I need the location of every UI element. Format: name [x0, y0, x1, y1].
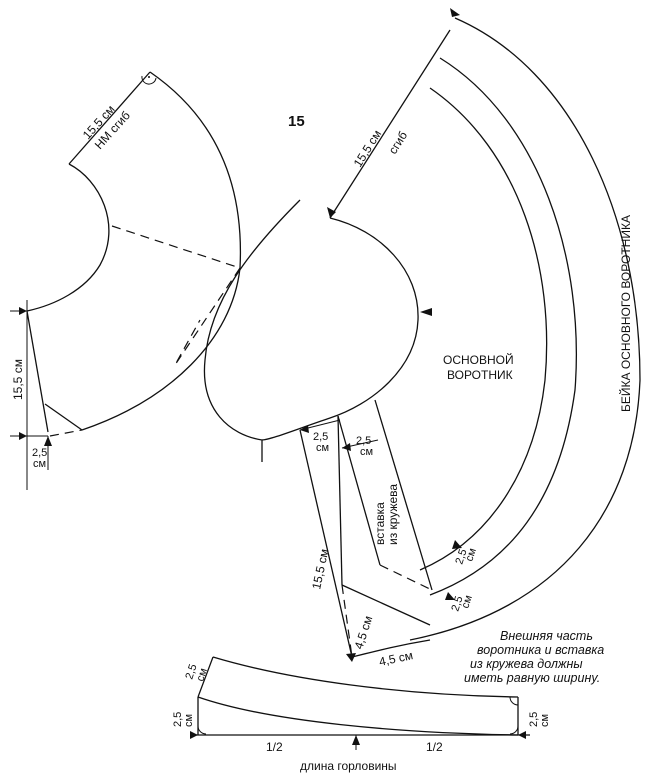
- bodice-hem-corner: [44, 403, 83, 431]
- insert-length-label: 15,5 см: [309, 548, 331, 591]
- collar-dashed-join: [379, 564, 433, 591]
- collar-outer-arc-2: [429, 57, 577, 596]
- strip-left-arrow: [190, 731, 198, 739]
- arc-25b-unit: см: [459, 594, 474, 610]
- lace-insert-label-line1: вставка: [373, 502, 387, 545]
- strip-top-unit: см: [194, 667, 209, 683]
- collar-fold-line: [329, 29, 451, 219]
- note-line2: воротника и вставка: [477, 643, 604, 657]
- strip-right-angle-right-top: [509, 696, 519, 706]
- insert-dashed-bend: [341, 584, 353, 658]
- bodice-angle-dot: [148, 76, 150, 78]
- left-dimension-arrow-top: [19, 307, 27, 315]
- collar-radial-line-1: [374, 399, 433, 591]
- arc-width-arrow-2: [445, 592, 455, 600]
- figure-number: 15: [288, 113, 305, 130]
- collar-notch-arrow: [420, 308, 432, 316]
- neck-facing-outer-curve: [203, 199, 301, 462]
- main-collar-label-line1: ОСНОВНОЙ: [443, 352, 514, 367]
- arc-width-arrow-1: [452, 540, 462, 549]
- arc-25b-num: 2,5: [449, 595, 465, 613]
- bodice-right-angle-mark: [141, 75, 157, 85]
- insert-45b-label: 4,5 см: [378, 648, 414, 669]
- half-right-label: 1/2: [426, 740, 443, 754]
- left-small-num: 2,5: [32, 447, 47, 459]
- insert-width-2-num: 2,5: [356, 435, 371, 447]
- left-small-unit: см: [33, 458, 46, 470]
- bodice-pattern-piece: [26, 71, 242, 437]
- strip-right-angle-right: [509, 725, 519, 735]
- note-line3: из кружева должны: [470, 657, 583, 671]
- strip-right-num: 2,5: [528, 712, 540, 727]
- insert-width-1-unit: см: [316, 442, 329, 454]
- left-length-label: 15,5 см: [11, 359, 25, 400]
- bodice-left-edge: [26, 310, 49, 433]
- insert-inner-edge: [337, 415, 343, 586]
- left-dimension-marker: [10, 300, 52, 490]
- collar-fold-length-label: 15,5 см: [351, 127, 385, 169]
- insert-bottom-edge: [351, 639, 431, 658]
- collar-fold-word-label: сгиб: [386, 129, 411, 157]
- insert-width-2-unit: см: [360, 446, 373, 458]
- insert-45a-label: 4,5 см: [352, 614, 376, 651]
- bodice-fold-line: [68, 71, 151, 165]
- insert-outer-edge: [299, 429, 353, 658]
- collar-fold-arrow-bottom: [327, 207, 336, 218]
- neck-facing-piece: [203, 199, 301, 462]
- binding-top-arrow: [450, 8, 460, 17]
- strip-top-curve: [212, 656, 519, 698]
- neck-binding-strip: [190, 656, 530, 750]
- bodice-outer-curve: [81, 71, 242, 431]
- strip-right-unit: см: [539, 714, 551, 727]
- left-small-dim-arrow: [44, 436, 52, 446]
- neck-length-label: длина горловины: [300, 759, 397, 773]
- strip-right-arrow: [518, 731, 526, 739]
- note-line1: Внешняя часть: [500, 629, 593, 643]
- bodice-dashed-style-line: [111, 225, 241, 366]
- half-left-label: 1/2: [266, 740, 283, 754]
- arc-25a-num: 2,5: [453, 548, 469, 566]
- strip-left-unit: см: [183, 714, 195, 727]
- collar-outer-arc-1: [419, 87, 548, 571]
- binding-label: БЕЙКА ОСНОВНОГО ВОРОТНИКА: [618, 215, 633, 412]
- insert-width-arrow-1: [300, 425, 309, 433]
- arc-25a-unit: см: [463, 547, 478, 563]
- strip-left-slant: [197, 656, 214, 698]
- lace-insert-label-line2: из кружева: [386, 484, 400, 545]
- insert-width-arrow-2: [342, 443, 351, 451]
- collar-radial-line-2: [337, 415, 381, 566]
- strip-right-angle-left: [197, 725, 207, 735]
- binding-outer-arc: [409, 17, 641, 641]
- note-line4: иметь равную ширину.: [464, 671, 600, 685]
- insert-bottom-arrow: [346, 653, 356, 662]
- strip-top-num: 2,5: [183, 663, 199, 681]
- main-collar-label-line2: ВОРОТНИК: [447, 368, 513, 382]
- main-collar-piece: [261, 8, 641, 641]
- insert-width-1-num: 2,5: [313, 431, 328, 443]
- lace-insert-piece: [299, 415, 431, 662]
- strip-middle-curve: [197, 696, 519, 736]
- bodice-neckline-curve: [26, 163, 110, 312]
- collar-neckline-curve: [261, 217, 419, 441]
- left-dimension-arrow-bottom: [19, 432, 27, 440]
- strip-left-num: 2,5: [172, 712, 184, 727]
- insert-lower-bend: [341, 584, 431, 626]
- bodice-hem-dashed: [49, 429, 83, 437]
